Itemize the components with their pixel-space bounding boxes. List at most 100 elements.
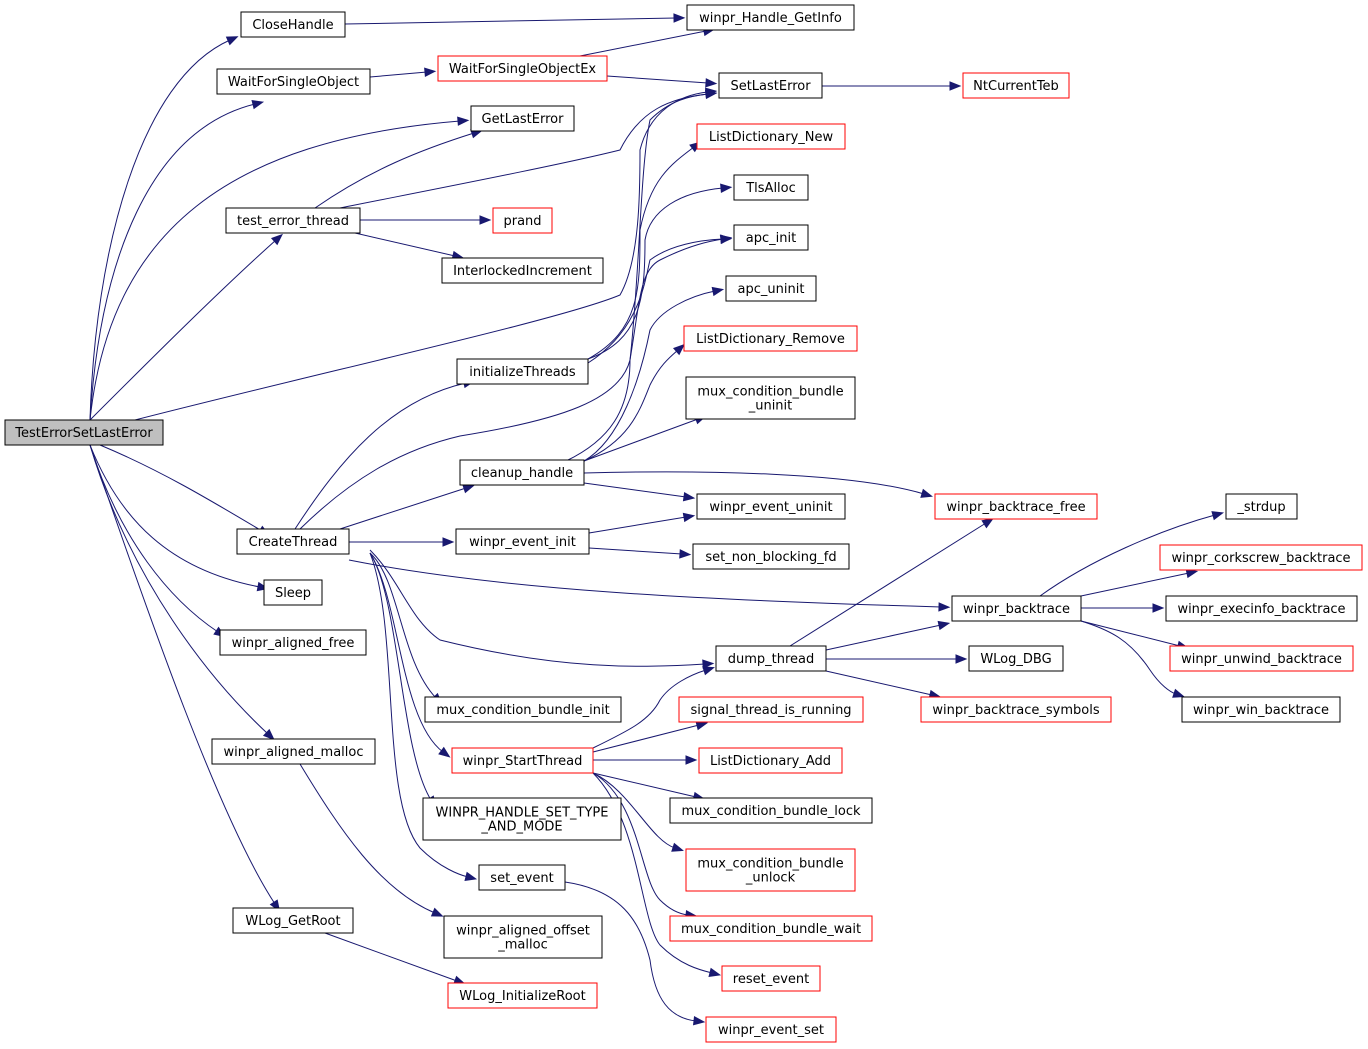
node-apc-init[interactable]: apc_init — [733, 224, 809, 251]
node-closehandle[interactable]: CloseHandle — [240, 11, 346, 38]
edge-line — [89, 444, 261, 588]
edge-test-error-thread-to-interlockedincrement — [354, 232, 465, 261]
node-label: _malloc — [497, 938, 547, 953]
node-waitforsingleobject[interactable]: WaitForSingleObject — [216, 68, 371, 95]
arrowhead — [937, 620, 951, 631]
node-wlog-initializeroot[interactable]: WLog_InitializeRoot — [447, 982, 598, 1009]
node-ntcurrentteb[interactable]: NtCurrentTeb — [962, 72, 1070, 99]
node-createthread[interactable]: CreateThread — [236, 528, 350, 555]
node-label: _AND_MODE — [480, 820, 562, 835]
node-label: mux_condition_bundle_lock — [681, 804, 861, 819]
edge-line — [1080, 620, 1177, 695]
edge-line — [89, 39, 231, 421]
edge-closehandle-to-winpr-handle-getinfo — [344, 13, 686, 25]
node-sleep[interactable]: Sleep — [263, 579, 323, 606]
node-mux-condition-bundle-wait[interactable]: mux_condition_bundle_wait — [669, 915, 873, 942]
edge-cleanup-handle-to-winpr-backtrace-free — [583, 471, 933, 498]
node-reset-event[interactable]: reset_event — [721, 965, 821, 992]
node-box — [447, 982, 598, 1009]
edge-line — [587, 146, 695, 360]
node-set-event[interactable]: set_event — [478, 864, 566, 891]
node-root[interactable]: TestErrorSetLastError — [4, 419, 164, 446]
node-mux-condition-bundle-uninit[interactable]: mux_condition_bundle_uninit — [685, 376, 856, 420]
node-winpr-backtrace-symbols[interactable]: winpr_backtrace_symbols — [920, 696, 1112, 723]
node-label: GetLastError — [482, 112, 565, 127]
node-winpr-corkscrew-backtrace[interactable]: winpr_corkscrew_backtrace — [1159, 544, 1363, 571]
node-label: Sleep — [275, 586, 311, 601]
node-listdictionary-add[interactable]: ListDictionary_Add — [698, 747, 843, 774]
edge-test-error-thread-to-prand — [360, 215, 492, 225]
edge-line — [339, 487, 467, 530]
node-winpr-unwind-backtrace[interactable]: winpr_unwind_backtrace — [1169, 645, 1354, 672]
node-listdictionary-new[interactable]: ListDictionary_New — [696, 123, 846, 150]
edge-line — [1080, 620, 1181, 647]
arrowhead — [672, 343, 686, 356]
call-edges — [89, 13, 1225, 1026]
node-winpr-aligned-offset-malloc[interactable]: winpr_aligned_offset_malloc — [443, 915, 603, 959]
node-getlasterror[interactable]: GetLastError — [470, 105, 575, 132]
node-label: mux_condition_bundle — [697, 857, 843, 872]
node-box — [696, 123, 846, 150]
node-cleanup-handle[interactable]: cleanup_handle — [459, 459, 585, 486]
node-winpr-handle-set-type-and-mode[interactable]: WINPR_HANDLE_SET_TYPE_AND_MODE — [422, 797, 622, 841]
node-box — [225, 207, 361, 234]
node-apc-uninit[interactable]: apc_uninit — [725, 275, 817, 302]
node-winpr-startthread[interactable]: winpr_StartThread — [451, 747, 594, 774]
node-label: WaitForSingleObject — [228, 75, 359, 90]
node-winpr-execinfo-backtrace[interactable]: winpr_execinfo_backtrace — [1165, 595, 1358, 622]
edge-line — [592, 724, 700, 753]
edge-line — [583, 349, 679, 462]
arrowhead — [682, 491, 696, 502]
node-label: signal_thread_is_running — [690, 703, 851, 718]
node-mux-condition-bundle-lock[interactable]: mux_condition_bundle_lock — [669, 797, 873, 824]
edge-dump-thread-to-wlog-dbg — [826, 654, 968, 664]
node-winpr-event-uninit[interactable]: winpr_event_uninit — [696, 493, 846, 520]
node-listdictionary-remove[interactable]: ListDictionary_Remove — [683, 325, 858, 352]
node-winpr-backtrace[interactable]: winpr_backtrace — [951, 595, 1082, 622]
node-setlasterror[interactable]: SetLastError — [718, 72, 823, 99]
node-wlog-getroot[interactable]: WLog_GetRoot — [232, 907, 354, 934]
node-winpr-aligned-free[interactable]: winpr_aligned_free — [219, 629, 367, 656]
node-winpr-event-set[interactable]: winpr_event_set — [705, 1016, 837, 1043]
edge-winpr-backtrace-to-strdup — [1039, 511, 1225, 597]
arrowhead — [262, 728, 275, 741]
node-winpr-event-init[interactable]: winpr_event_init — [455, 528, 590, 555]
node-prand[interactable]: prand — [492, 207, 553, 234]
node-set-non-blocking-fd[interactable]: set_non_blocking_fd — [692, 543, 850, 570]
node-label: _unlock — [745, 871, 796, 886]
node-label: mux_condition_bundle_wait — [681, 922, 861, 937]
edge-line — [348, 559, 942, 608]
node-winpr-handle-getinfo[interactable]: winpr_Handle_GetInfo — [686, 4, 855, 31]
node-box — [459, 459, 585, 486]
node-box — [478, 864, 566, 891]
node-winpr-backtrace-free[interactable]: winpr_backtrace_free — [934, 493, 1098, 520]
edge-line — [588, 516, 687, 534]
edge-cleanup-handle-to-listdictionary-remove — [583, 343, 686, 462]
node-dump-thread[interactable]: dump_thread — [715, 645, 827, 672]
node-initializethreads[interactable]: initializeThreads — [456, 358, 589, 385]
node-signal-thread-is-running[interactable]: signal_thread_is_running — [678, 696, 864, 723]
node-strdup[interactable]: _strdup — [1225, 493, 1298, 520]
edge-line — [89, 120, 461, 421]
edge-cleanup-handle-to-winpr-event-uninit — [583, 482, 696, 502]
arrowhead — [1211, 511, 1225, 521]
node-mux-condition-bundle-unlock[interactable]: mux_condition_bundle_unlock — [685, 848, 856, 892]
arrowhead — [720, 183, 733, 193]
node-label: reset_event — [733, 972, 809, 987]
edge-line — [344, 17, 677, 25]
node-winpr-aligned-malloc[interactable]: winpr_aligned_malloc — [211, 738, 376, 765]
node-mux-condition-bundle-init[interactable]: mux_condition_bundle_init — [424, 696, 622, 723]
node-winpr-win-backtrace[interactable]: winpr_win_backtrace — [1181, 696, 1341, 723]
node-label: _strdup — [1236, 500, 1285, 515]
node-tlsalloc[interactable]: TlsAlloc — [733, 174, 809, 201]
edge-line — [299, 93, 709, 530]
edge-line — [579, 30, 707, 57]
edge-winpr-backtrace-to-winpr-win-backtrace — [1080, 620, 1185, 698]
node-wlog-dbg[interactable]: WLog_DBG — [968, 645, 1064, 672]
node-box — [216, 68, 371, 95]
node-test-error-thread[interactable]: test_error_thread — [225, 207, 361, 234]
node-interlockedincrement[interactable]: InterlockedIncrement — [441, 257, 604, 284]
node-waitforsingleobjectex[interactable]: WaitForSingleObjectEx — [437, 55, 608, 82]
edge-line — [369, 552, 437, 699]
node-label: TlsAlloc — [745, 181, 796, 196]
